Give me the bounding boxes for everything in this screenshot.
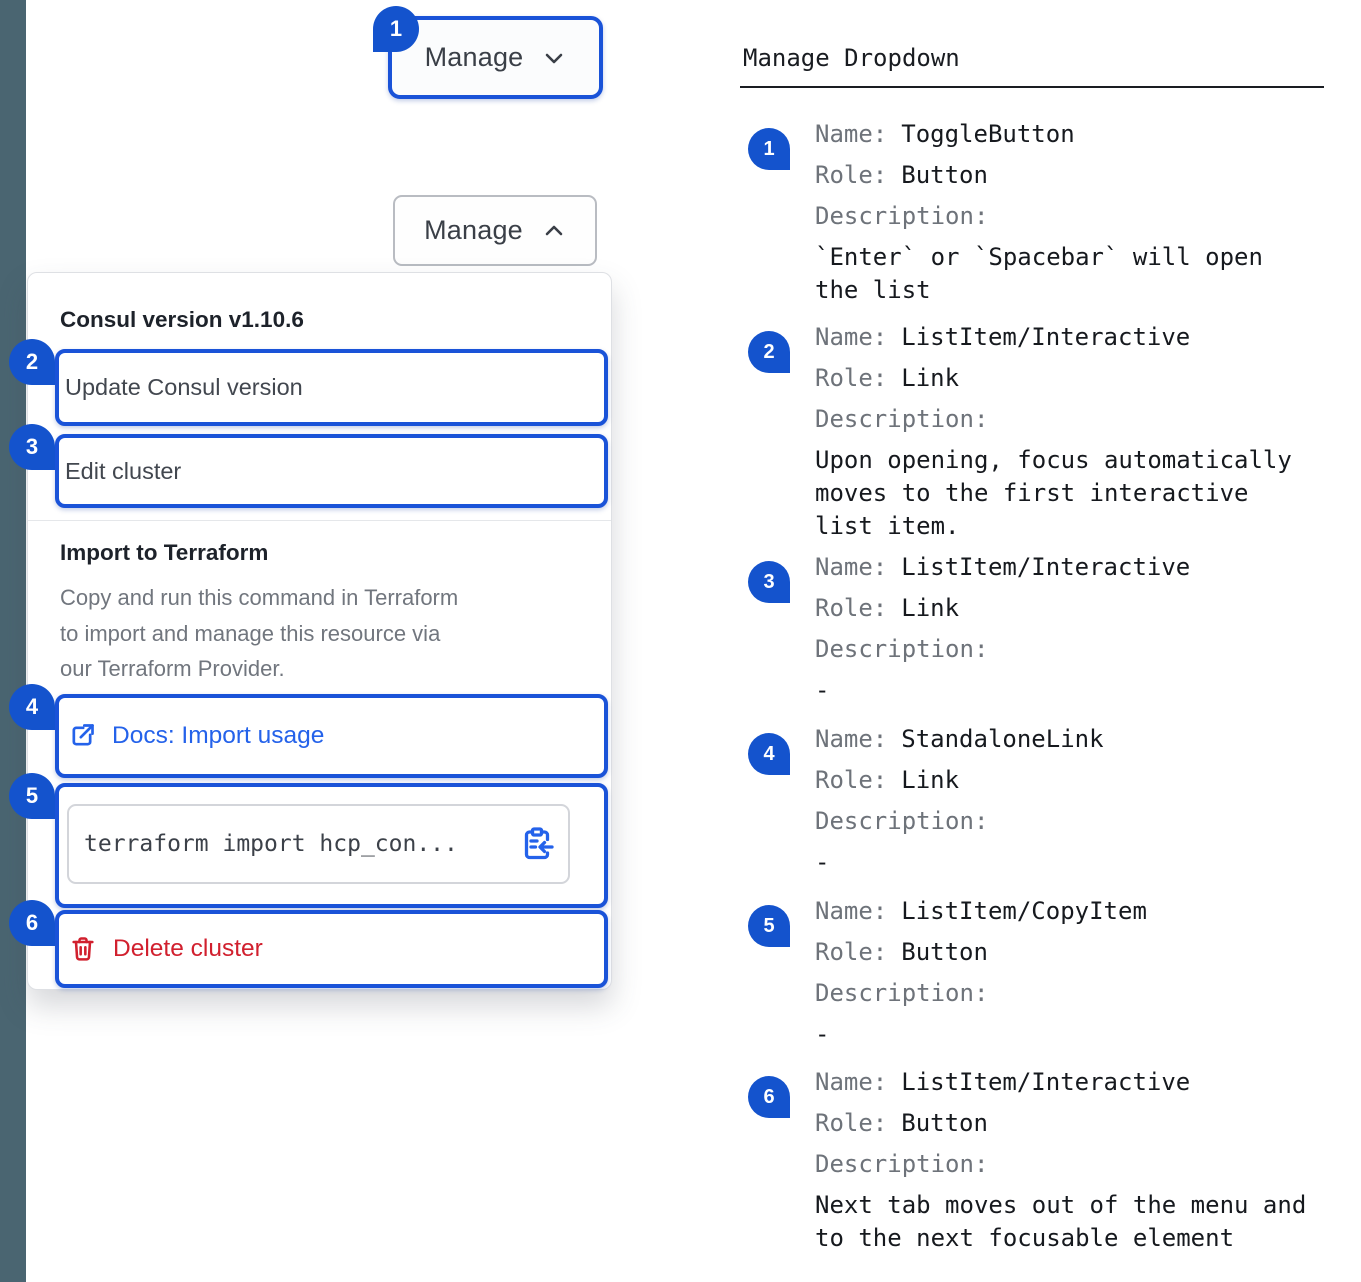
name-label: Name: xyxy=(815,553,888,581)
docs-import-usage-link[interactable]: Docs: Import usage xyxy=(59,698,604,774)
name-label: Name: xyxy=(815,897,888,925)
description-label: Description: xyxy=(815,635,989,663)
annotation-list-badge-1: 1 xyxy=(748,128,790,170)
role-label: Role: xyxy=(815,938,888,966)
trash-icon xyxy=(69,935,97,963)
name-label: Name: xyxy=(815,323,888,351)
terraform-copy-command-field[interactable]: terraform import hcp_con... xyxy=(67,804,570,884)
name-label: Name: xyxy=(815,120,888,148)
description-label: Description: xyxy=(815,1150,989,1178)
role-label: Role: xyxy=(815,161,888,189)
name-value: ListItem/Interactive xyxy=(901,1068,1191,1096)
name-value: ListItem/CopyItem xyxy=(901,897,1147,925)
annotations-title-rule xyxy=(740,86,1324,88)
annotation-list-badge-6: 6 xyxy=(748,1076,790,1118)
annotation-entry: Name: ListItem/CopyItem Role: Button Descr… xyxy=(815,895,1320,1051)
annotation-badge-1: 1 xyxy=(373,6,419,52)
name-value: ListItem/Interactive xyxy=(901,553,1191,581)
annotation-list-badge-2: 2 xyxy=(748,331,790,373)
role-value: Link xyxy=(901,766,960,794)
manage-toggle-button[interactable]: Manage xyxy=(388,16,603,99)
terraform-command-text: terraform import hcp_con... xyxy=(84,831,458,857)
section-divider xyxy=(28,520,611,521)
sidebar-strip xyxy=(0,0,26,1282)
import-section-title: Import to Terraform xyxy=(60,540,269,565)
annotation-entry: Name: ToggleButton Role: Button Descriptio… xyxy=(815,118,1320,307)
annotation-entry: Name: StandaloneLink Role: Link Descriptio… xyxy=(815,723,1320,879)
annotation-entry: Name: ListItem/Interactive Role: Link Desc… xyxy=(815,321,1320,543)
role-label: Role: xyxy=(815,1109,888,1137)
import-section-description: Copy and run this command in Terraform t… xyxy=(60,585,459,681)
annotation-box-delete-cluster: Delete cluster xyxy=(55,910,608,988)
menu-item-label: Edit cluster xyxy=(65,457,182,484)
role-label: Role: xyxy=(815,364,888,392)
description-label: Description: xyxy=(815,807,989,835)
name-value: ListItem/Interactive xyxy=(901,323,1191,351)
manage-toggle-open-label: Manage xyxy=(424,215,523,245)
description-value: - xyxy=(815,1020,830,1048)
description-value: Upon opening, focus automatically moves … xyxy=(815,446,1292,540)
name-label: Name: xyxy=(815,725,888,753)
manage-toggle-button-open[interactable]: Manage xyxy=(393,195,597,266)
role-value: Button xyxy=(901,1109,988,1137)
name-value: ToggleButton xyxy=(901,120,1075,148)
annotation-badge-4: 4 xyxy=(9,684,55,730)
clipboard-copy-icon[interactable] xyxy=(519,826,555,862)
description-label: Description: xyxy=(815,979,989,1007)
annotation-box-copy-command: terraform import hcp_con... xyxy=(55,783,608,908)
annotation-box-update-consul: Update Consul version xyxy=(55,349,608,426)
role-value: Button xyxy=(901,161,988,189)
consul-version-header: Consul version v1.10.6 xyxy=(60,307,304,332)
role-value: Link xyxy=(901,364,960,392)
menu-item-update-consul-version[interactable]: Update Consul version xyxy=(59,353,604,422)
name-label: Name: xyxy=(815,1068,888,1096)
role-value: Button xyxy=(901,938,988,966)
external-link-icon xyxy=(68,722,96,750)
annotation-badge-6: 6 xyxy=(9,900,55,946)
role-label: Role: xyxy=(815,594,888,622)
annotation-entry: Name: ListItem/Interactive Role: Button De… xyxy=(815,1066,1320,1255)
menu-item-edit-cluster[interactable]: Edit cluster xyxy=(59,438,604,504)
annotation-badge-3: 3 xyxy=(9,424,55,470)
menu-item-delete-cluster[interactable]: Delete cluster xyxy=(59,914,604,984)
docs-link-label: Docs: Import usage xyxy=(112,722,325,749)
role-value: Link xyxy=(901,594,960,622)
description-value: - xyxy=(815,676,830,704)
name-value: StandaloneLink xyxy=(901,725,1104,753)
manage-toggle-label: Manage xyxy=(424,42,524,72)
annotation-badge-2: 2 xyxy=(9,339,55,385)
description-label: Description: xyxy=(815,405,989,433)
description-value: Next tab moves out of the menu and to th… xyxy=(815,1191,1307,1252)
description-value: `Enter` or `Spacebar` will open the list xyxy=(815,243,1263,304)
description-label: Description: xyxy=(815,202,989,230)
description-value: - xyxy=(815,848,830,876)
annotations-title: Manage Dropdown xyxy=(743,44,960,72)
annotation-list-badge-3: 3 xyxy=(748,561,790,603)
delete-cluster-label: Delete cluster xyxy=(113,935,263,962)
annotation-box-docs-link: Docs: Import usage xyxy=(55,694,608,778)
role-label: Role: xyxy=(815,766,888,794)
annotation-entry: Name: ListItem/Interactive Role: Link Desc… xyxy=(815,551,1320,707)
annotation-list-badge-4: 4 xyxy=(748,733,790,775)
chevron-down-icon xyxy=(542,46,566,70)
annotation-box-edit-cluster: Edit cluster xyxy=(55,434,608,508)
menu-item-label: Update Consul version xyxy=(65,374,303,400)
annotation-badge-5: 5 xyxy=(9,773,55,819)
annotation-list-badge-5: 5 xyxy=(748,905,790,947)
chevron-up-icon xyxy=(542,219,566,243)
